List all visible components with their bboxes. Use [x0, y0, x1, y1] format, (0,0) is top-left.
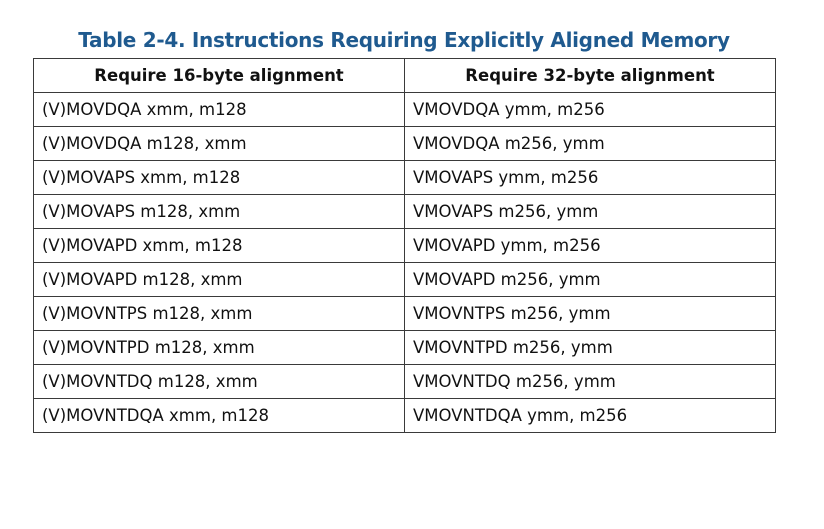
cell-16-byte: (V)MOVDQA xmm, m128: [33, 92, 405, 127]
table-row: (V)MOVAPD m128, xmm VMOVAPD m256, ymm: [33, 262, 776, 297]
cell-32-byte: VMOVDQA ymm, m256: [404, 92, 776, 127]
cell-32-byte: VMOVDQA m256, ymm: [404, 126, 776, 161]
cell-32-byte: VMOVNTDQ m256, ymm: [404, 364, 776, 399]
cell-32-byte: VMOVNTDQA ymm, m256: [404, 398, 776, 433]
cell-32-byte: VMOVNTPS m256, ymm: [404, 296, 776, 331]
table-caption: Table 2-4. Instructions Requiring Explic…: [78, 28, 730, 52]
table-row: (V)MOVNTPS m128, xmm VMOVNTPS m256, ymm: [33, 296, 776, 331]
table-row: (V)MOVNTPD m128, xmm VMOVNTPD m256, ymm: [33, 330, 776, 365]
cell-16-byte: (V)MOVDQA m128, xmm: [33, 126, 405, 161]
cell-32-byte: VMOVNTPD m256, ymm: [404, 330, 776, 365]
table-row: (V)MOVNTDQA xmm, m128 VMOVNTDQA ymm, m25…: [33, 398, 776, 433]
cell-16-byte: (V)MOVAPS xmm, m128: [33, 160, 405, 195]
cell-32-byte: VMOVAPS m256, ymm: [404, 194, 776, 229]
table-row: (V)MOVAPS xmm, m128 VMOVAPS ymm, m256: [33, 160, 776, 195]
table-row: (V)MOVAPD xmm, m128 VMOVAPD ymm, m256: [33, 228, 776, 263]
cell-16-byte: (V)MOVNTPS m128, xmm: [33, 296, 405, 331]
cell-16-byte: (V)MOVNTPD m128, xmm: [33, 330, 405, 365]
table-row: (V)MOVDQA xmm, m128 VMOVDQA ymm, m256: [33, 92, 776, 127]
table-row: (V)MOVDQA m128, xmm VMOVDQA m256, ymm: [33, 126, 776, 161]
table-row: (V)MOVAPS m128, xmm VMOVAPS m256, ymm: [33, 194, 776, 229]
cell-32-byte: VMOVAPS ymm, m256: [404, 160, 776, 195]
table-header-row: Require 16-byte alignment Require 32-byt…: [33, 58, 776, 93]
alignment-table: Require 16-byte alignment Require 32-byt…: [33, 58, 776, 433]
cell-16-byte: (V)MOVNTDQ m128, xmm: [33, 364, 405, 399]
cell-16-byte: (V)MOVNTDQA xmm, m128: [33, 398, 405, 433]
cell-16-byte: (V)MOVAPD xmm, m128: [33, 228, 405, 263]
cell-32-byte: VMOVAPD m256, ymm: [404, 262, 776, 297]
header-32-byte: Require 32-byte alignment: [404, 58, 776, 93]
header-16-byte: Require 16-byte alignment: [33, 58, 405, 93]
cell-16-byte: (V)MOVAPD m128, xmm: [33, 262, 405, 297]
cell-16-byte: (V)MOVAPS m128, xmm: [33, 194, 405, 229]
table-row: (V)MOVNTDQ m128, xmm VMOVNTDQ m256, ymm: [33, 364, 776, 399]
cell-32-byte: VMOVAPD ymm, m256: [404, 228, 776, 263]
